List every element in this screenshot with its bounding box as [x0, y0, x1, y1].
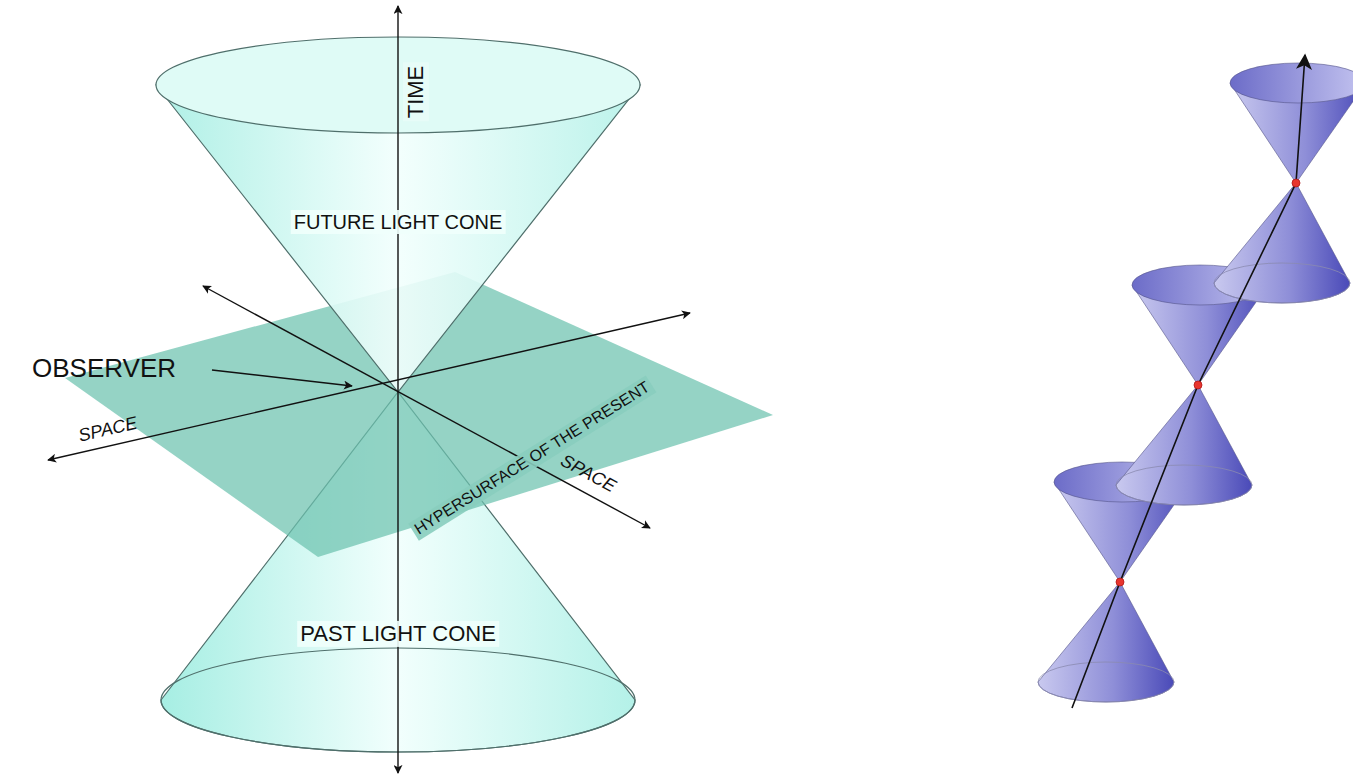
time-axis	[397, 6, 398, 773]
world-line	[1072, 55, 1305, 708]
past-cone-rim	[1038, 662, 1174, 702]
past-cone-rim	[1116, 465, 1252, 505]
past-cone	[1116, 385, 1252, 505]
past-cone-rim	[1214, 263, 1350, 303]
world-line-cones	[1038, 55, 1353, 708]
past-cone	[1038, 582, 1174, 702]
future-cone-rim	[1230, 63, 1353, 103]
observer-label: OBSERVER	[29, 353, 179, 384]
past-cone	[1214, 183, 1350, 303]
event-point	[1194, 381, 1202, 389]
region-label: FUTURE LIGHT CONE	[291, 210, 506, 234]
space-axis	[48, 313, 690, 460]
event-point	[1116, 578, 1124, 586]
axis-label: SPACE	[74, 412, 143, 448]
axis-label: SPACE	[554, 449, 622, 499]
plane-label: HYPERSURFACE OF THE PRESENT	[408, 376, 655, 541]
region-label: PAST LIGHT CONE	[297, 621, 499, 647]
light-cone-pair	[1116, 265, 1268, 505]
observer-leader	[212, 370, 352, 386]
axis-label: TIME	[403, 63, 429, 122]
event-point	[1292, 179, 1300, 187]
light-cone-pair	[1214, 63, 1353, 303]
space-axis	[203, 286, 650, 528]
